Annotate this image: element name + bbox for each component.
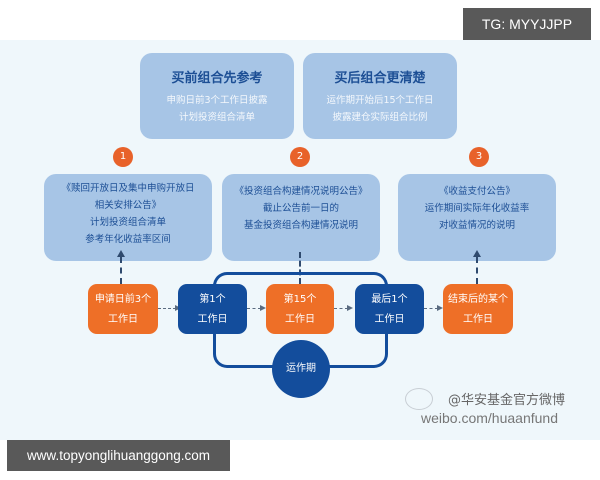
step-line1: 第15个 xyxy=(283,294,317,305)
weibo-handle: @华安基金官方微博 xyxy=(448,393,566,408)
timeline-step-15th-day: 第15个 工作日 xyxy=(266,284,334,334)
connector-line xyxy=(299,252,301,284)
step-line2: 工作日 xyxy=(108,314,138,325)
step-line1: 结束后的某个 xyxy=(448,294,508,305)
top-box-line: 披露建仓实际组合比例 xyxy=(332,112,428,123)
announcement-line: 截止公告前一日的 xyxy=(262,203,339,214)
announcement-box-1: 《赎回开放日及集中申购开放日 相关安排公告》 计划投资组合清单 参考年化收益率区… xyxy=(44,174,212,261)
top-box-line: 申购日前3个工作日披露 xyxy=(166,95,268,106)
operating-period-label: 运作期 xyxy=(286,363,316,374)
announcement-line: 《投资组合构建情况说明公告》 xyxy=(234,186,368,197)
step-badge-3: 3 xyxy=(469,147,489,167)
step-line2: 工作日 xyxy=(285,314,315,325)
announcement-line: 计划投资组合清单 xyxy=(89,217,166,228)
step-line2: 工作日 xyxy=(374,314,405,325)
connector-line xyxy=(247,308,261,309)
timeline-step-first-day: 第1个 工作日 xyxy=(178,284,247,334)
connector-line xyxy=(424,308,438,309)
watermark-top: TG: MYYJJPP xyxy=(463,8,591,40)
step-line1: 申请日前3个 xyxy=(94,294,152,305)
top-box-line: 计划投资组合清单 xyxy=(178,112,255,123)
step-line2: 工作日 xyxy=(197,314,228,325)
operating-period-circle: 运作期 xyxy=(272,340,330,398)
connector-line xyxy=(334,308,348,309)
announcement-line: 对收益情况的说明 xyxy=(438,220,515,231)
announcement-line: 参考年化收益率区间 xyxy=(85,234,171,245)
arrow-up-icon xyxy=(117,250,125,257)
announcement-line: 基金投资组合构建情况说明 xyxy=(243,220,358,231)
weibo-icon xyxy=(405,388,433,410)
connector-line xyxy=(158,308,176,309)
arrow-right-icon xyxy=(260,305,266,311)
step-line2: 工作日 xyxy=(463,314,493,325)
step-line1: 最后1个 xyxy=(371,294,408,305)
announcement-box-3: 《收益支付公告》 运作期间实际年化收益率 对收益情况的说明 xyxy=(398,174,556,261)
watermark-bottom: www.topyonglihuanggong.com xyxy=(7,440,230,471)
top-box-title: 买前组合先参考 xyxy=(171,71,263,86)
top-box-line: 运作期开始后15个工作日 xyxy=(326,95,434,106)
step-badge-1: 1 xyxy=(113,147,133,167)
watermark-bottom-text: www.topyonglihuanggong.com xyxy=(26,448,211,463)
timeline-step-before-application: 申请日前3个 工作日 xyxy=(88,284,158,334)
connector-line xyxy=(476,257,478,284)
arrow-right-icon xyxy=(347,305,353,311)
top-box-after-purchase: 买后组合更清楚 运作期开始后15个工作日 披露建仓实际组合比例 xyxy=(303,53,457,139)
top-box-before-purchase: 买前组合先参考 申购日前3个工作日披露 计划投资组合清单 xyxy=(140,53,294,139)
step-badge-2: 2 xyxy=(290,147,310,167)
step-line1: 第1个 xyxy=(199,294,226,305)
weibo-url: weibo.com/huaanfund xyxy=(421,410,558,426)
timeline-step-last-day: 最后1个 工作日 xyxy=(355,284,424,334)
watermark-top-text: TG: MYYJJPP xyxy=(481,16,573,32)
announcement-line: 运作期间实际年化收益率 xyxy=(424,203,530,214)
announcement-box-2: 《投资组合构建情况说明公告》 截止公告前一日的 基金投资组合构建情况说明 xyxy=(222,174,380,261)
timeline-step-after-end: 结束后的某个 工作日 xyxy=(443,284,513,334)
announcement-line: 《收益支付公告》 xyxy=(438,186,515,197)
announcement-line: 《赎回开放日及集中申购开放日 xyxy=(61,183,195,194)
top-box-title: 买后组合更清楚 xyxy=(334,71,426,86)
announcement-line: 相关安排公告》 xyxy=(94,200,162,211)
connector-line xyxy=(120,257,122,284)
arrow-up-icon xyxy=(473,250,481,257)
arrow-right-icon xyxy=(437,305,443,311)
